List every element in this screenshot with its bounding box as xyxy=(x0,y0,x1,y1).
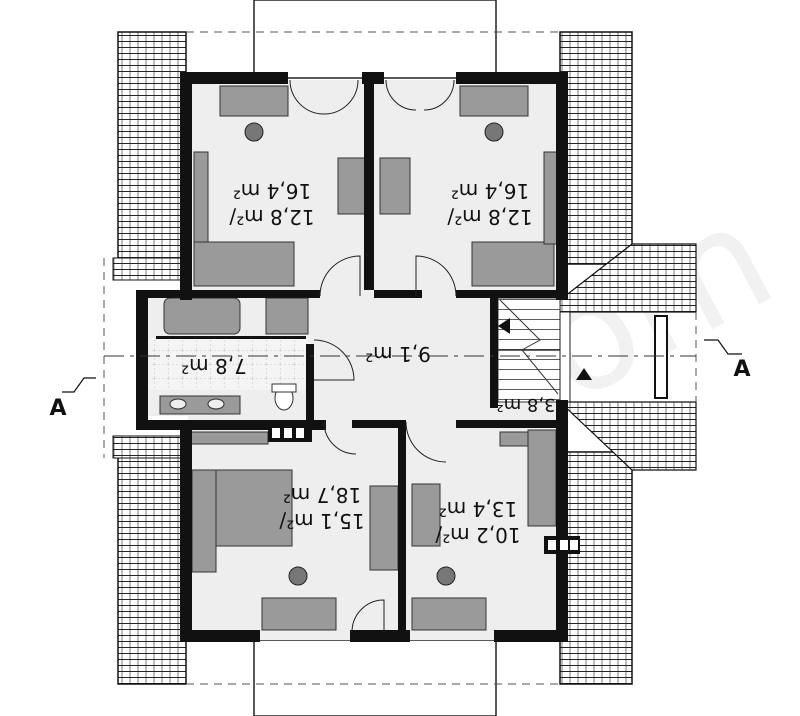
room-area2-bedroom-bottom-right: 13,4 m² xyxy=(439,497,517,521)
walls xyxy=(136,72,580,642)
bathroom-tiles xyxy=(150,338,310,390)
room-area2-bedroom-top-right: 16,4 m² xyxy=(451,179,529,203)
section-label-right: A xyxy=(733,357,750,382)
room-area-hall: 9,1 m² xyxy=(365,342,431,366)
room-area2-bedroom-top-left: 16,4 m² xyxy=(233,179,311,203)
doors xyxy=(289,79,457,633)
room-area-stair: 3,8 m² xyxy=(496,394,555,415)
room-area-bedroom-bottom-left: 15,1 m²/ xyxy=(279,509,364,533)
chairs xyxy=(244,122,504,586)
section-label-left: A xyxy=(49,396,66,421)
room-area-bedroom-top-left: 12,8 m²/ xyxy=(229,205,314,229)
room-area2-bedroom-bottom-left: 18,7 m² xyxy=(283,483,361,507)
section-line: A A xyxy=(49,339,751,421)
furniture xyxy=(159,85,559,631)
room-area-bedroom-bottom-right: 10,2 m²/ xyxy=(435,523,520,547)
staircase xyxy=(497,297,668,403)
room-area-bedroom-top-right: 12,8 m²/ xyxy=(447,205,532,229)
roof-outline xyxy=(103,31,697,685)
room-area-bathroom: 7,8 m² xyxy=(181,354,247,378)
roof-planes xyxy=(112,31,697,685)
room-labels: 12,8 m²/ 16,4 m² 12,8 m²/ 16,4 m² 7,8 m²… xyxy=(181,179,555,547)
